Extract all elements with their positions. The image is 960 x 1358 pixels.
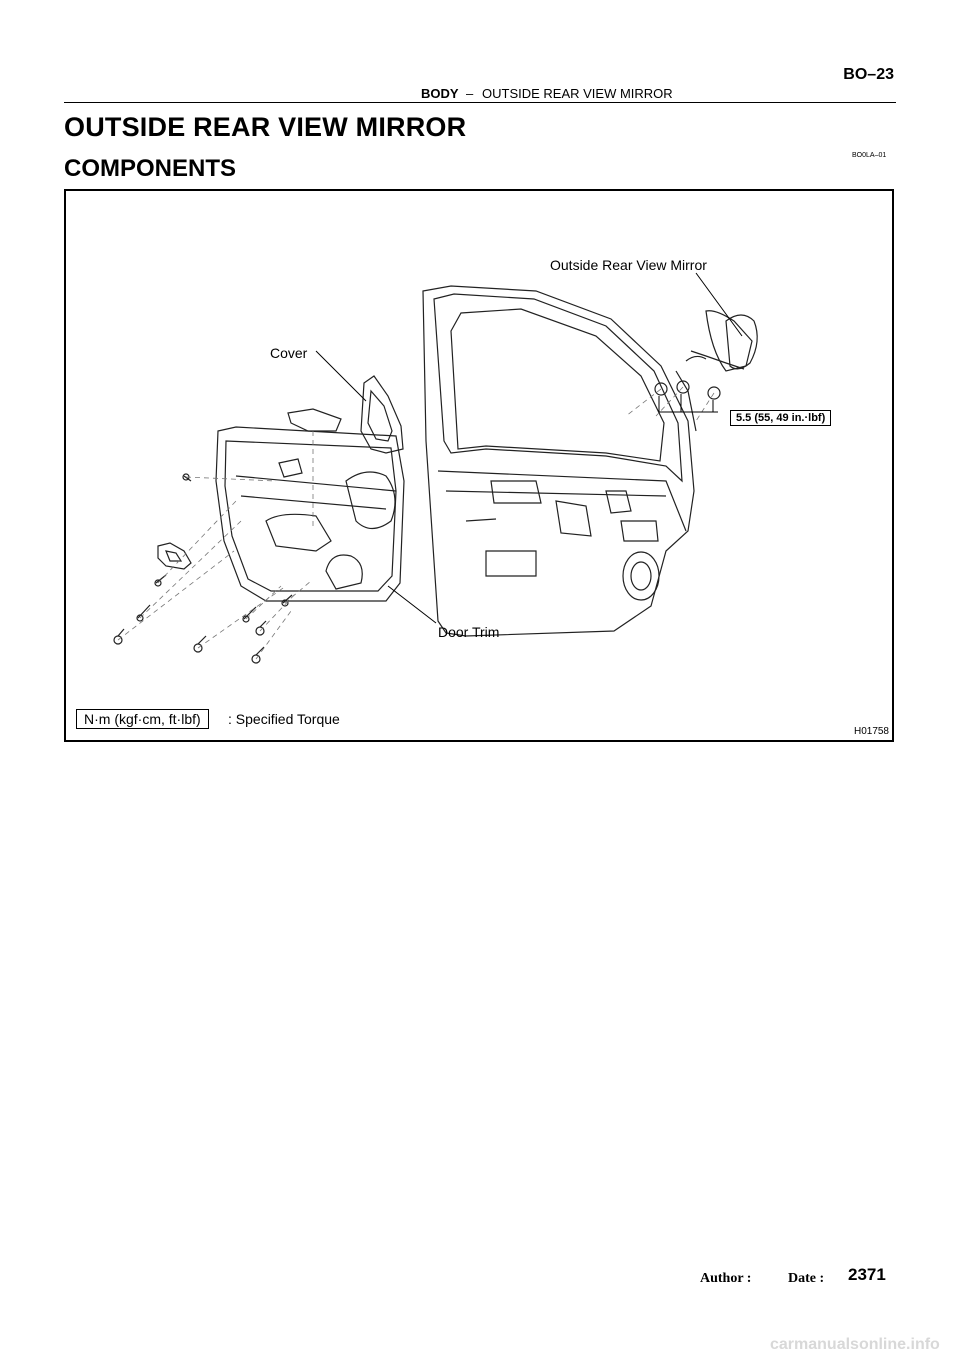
header-rule (64, 102, 896, 103)
door-trim-drawing (215, 408, 405, 602)
mirror-assembly-drawing (654, 310, 758, 400)
torque-legend-units: N·m (kgf·cm, ft·lbf) (76, 709, 209, 729)
page-number: 2371 (848, 1265, 886, 1284)
exploded-view-illustration (113, 272, 758, 664)
page-code: BO–23 (843, 66, 894, 83)
installation-guide-lines (117, 386, 715, 660)
cover-label: Cover (270, 345, 308, 361)
header-subject: OUTSIDE REAR VIEW MIRROR (482, 86, 673, 101)
header-section: BODY (421, 86, 459, 101)
torque-spec-box: 5.5 (55, 49 in.·lbf) (730, 410, 832, 426)
components-figure: Outside Rear View Mirror Cover Door Trim… (64, 189, 894, 742)
screws-clips-drawing (113, 473, 293, 664)
door-trim-label: Door Trim (438, 624, 500, 640)
page-title: OUTSIDE REAR VIEW MIRROR (64, 112, 467, 142)
section-subtitle: COMPONENTS (64, 155, 237, 182)
door-frame-drawing (422, 285, 697, 637)
leader-lines (315, 272, 743, 624)
document-code: BO0LA–01 (852, 152, 887, 159)
torque-legend-text: : Specified Torque (228, 711, 340, 727)
header-dash: – (466, 86, 474, 101)
date-label: Date : (788, 1271, 825, 1286)
author-label: Author : (700, 1271, 752, 1286)
cover-drawing (360, 375, 404, 454)
mirror-label: Outside Rear View Mirror (550, 257, 707, 273)
watermark: carmanualsonline.info (770, 1336, 940, 1353)
figure-code: H01758 (853, 726, 889, 737)
handle-bezel-drawing (157, 542, 192, 570)
